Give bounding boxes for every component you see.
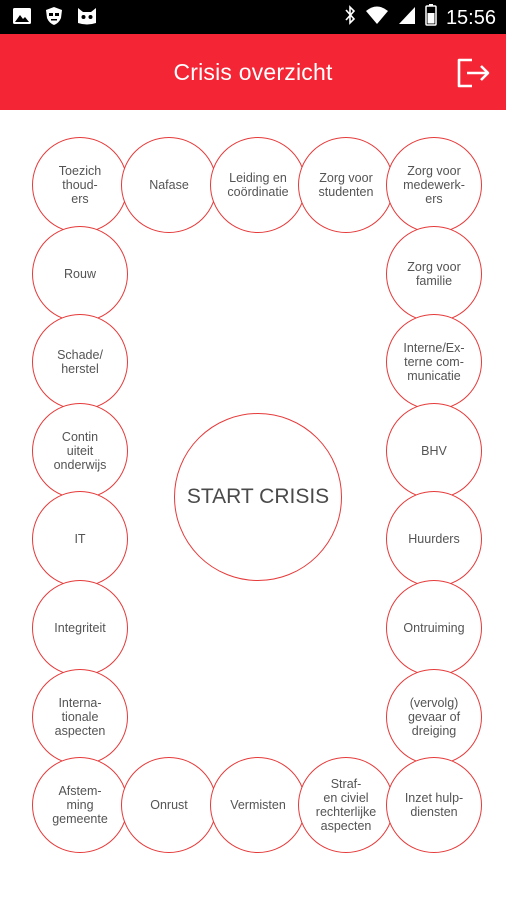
circle-label: Schade/ herstel <box>57 348 103 376</box>
circle-label: Afstem- ming gemeente <box>52 784 108 826</box>
circle-internationale-aspecten[interactable]: Interna- tionale aspecten <box>32 669 128 765</box>
circle-label: Zorg voor studenten <box>318 171 374 199</box>
circle-label: BHV <box>421 444 447 458</box>
circle-integriteit[interactable]: Integriteit <box>32 580 128 676</box>
circle-huurders[interactable]: Huurders <box>386 491 482 587</box>
circle-straf-civiel[interactable]: Straf- en civiel rechterlijke aspecten <box>298 757 394 853</box>
signal-icon <box>398 5 416 30</box>
circle-vermisten[interactable]: Vermisten <box>210 757 306 853</box>
bluetooth-icon <box>344 5 356 30</box>
circle-zorg-familie[interactable]: Zorg voor familie <box>386 226 482 322</box>
circle-rouw[interactable]: Rouw <box>32 226 128 322</box>
circle-label: Toezich thoud- ers <box>58 164 102 206</box>
circle-schade-herstel[interactable]: Schade/ herstel <box>32 314 128 410</box>
circle-label: Interna- tionale aspecten <box>54 696 106 738</box>
shield-face-icon <box>44 6 64 31</box>
status-bar: 15:56 <box>0 0 506 34</box>
circle-label: Integriteit <box>54 621 106 635</box>
circle-it[interactable]: IT <box>32 491 128 587</box>
circle-label: Leiding en coördinatie <box>227 171 289 199</box>
battery-icon <box>425 4 437 31</box>
circle-label: Inzet hulp- diensten <box>404 791 464 819</box>
crisis-board: Toezich thoud- ers Nafase Leiding en coö… <box>0 110 506 900</box>
circle-label: Rouw <box>64 267 96 281</box>
status-time: 15:56 <box>445 6 496 29</box>
circle-toezichthouders[interactable]: Toezich thoud- ers <box>32 137 128 233</box>
circle-label: Straf- en civiel rechterlijke aspecten <box>315 777 377 833</box>
circle-zorg-medewerkers[interactable]: Zorg voor medewerk- ers <box>386 137 482 233</box>
circle-label: Huurders <box>408 532 460 546</box>
circle-label: IT <box>74 532 86 546</box>
circle-label: Interne/Ex- terne com- municatie <box>403 341 465 383</box>
image-icon <box>12 6 32 31</box>
circle-label: (vervolg) gevaar of dreiging <box>407 696 461 738</box>
start-crisis-label: START CRISIS <box>186 485 330 508</box>
circle-bhv[interactable]: BHV <box>386 403 482 499</box>
circle-ontruiming[interactable]: Ontruiming <box>386 580 482 676</box>
circle-label: Zorg voor familie <box>407 260 461 288</box>
circle-continuiteit-onderwijs[interactable]: Contin uiteit onderwijs <box>32 403 128 499</box>
circle-label: Contin uiteit onderwijs <box>53 430 107 472</box>
circle-label: Zorg voor medewerk- ers <box>403 164 465 206</box>
circle-inzet-hulpdiensten[interactable]: Inzet hulp- diensten <box>386 757 482 853</box>
circle-label: Onrust <box>150 798 188 812</box>
page-title: Crisis overzicht <box>173 59 333 85</box>
circle-onrust[interactable]: Onrust <box>121 757 217 853</box>
cat-face-icon <box>76 6 98 31</box>
circle-leiding-coordinatie[interactable]: Leiding en coördinatie <box>210 137 306 233</box>
wifi-icon <box>365 5 389 30</box>
circle-nafase[interactable]: Nafase <box>121 137 217 233</box>
circle-gevaar-dreiging[interactable]: (vervolg) gevaar of dreiging <box>386 669 482 765</box>
circle-label: Vermisten <box>230 798 286 812</box>
logout-icon <box>457 58 490 88</box>
circle-afstemming-gemeente[interactable]: Afstem- ming gemeente <box>32 757 128 853</box>
circle-label: Nafase <box>149 178 189 192</box>
app-bar: Crisis overzicht <box>0 34 506 110</box>
start-crisis-button[interactable]: START CRISIS <box>174 413 342 581</box>
circle-label: Ontruiming <box>403 621 465 635</box>
circle-zorg-studenten[interactable]: Zorg voor studenten <box>298 137 394 233</box>
circle-communicatie[interactable]: Interne/Ex- terne com- municatie <box>386 314 482 410</box>
logout-button[interactable] <box>455 56 495 90</box>
